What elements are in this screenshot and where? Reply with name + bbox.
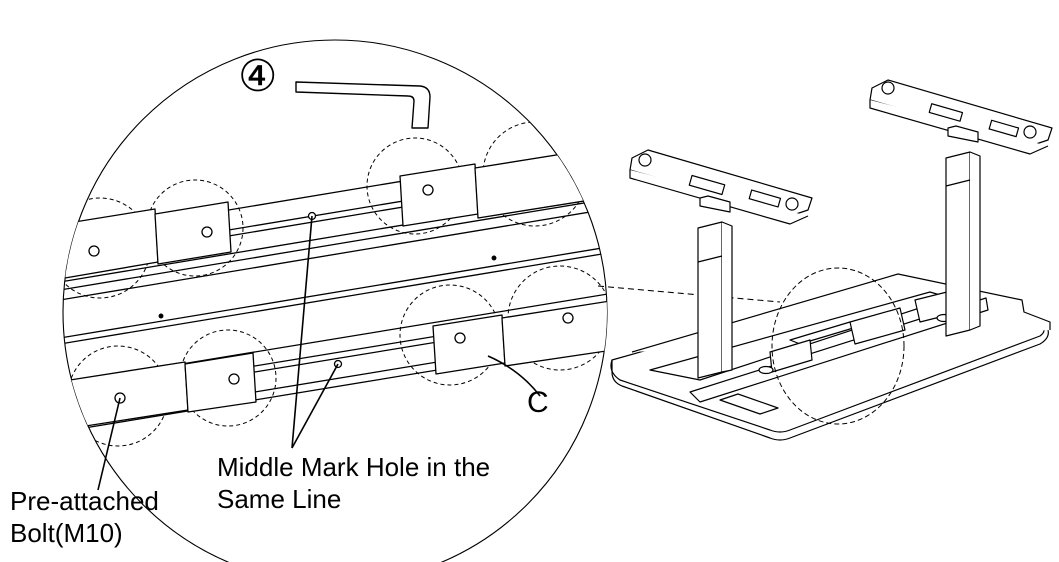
middle-plate	[63, 206, 607, 345]
callout-line	[597, 285, 781, 303]
middle-hole-label-line1: Middle Mark Hole in the	[217, 452, 491, 482]
lower-brackets	[69, 300, 607, 429]
detail-zoom-circle	[62, 39, 608, 562]
bolt-label-line1: Pre-attached	[10, 486, 159, 516]
part-c-label: C	[527, 386, 549, 419]
bolt-label-line2: Bolt(M10)	[10, 518, 123, 548]
middle-hole-label-line2: Same Line	[217, 484, 342, 514]
desk-frame-illustration	[610, 79, 1053, 441]
allen-key-icon	[295, 81, 431, 129]
step-number-badge: ④	[238, 51, 278, 102]
leader-lines	[97, 215, 541, 491]
